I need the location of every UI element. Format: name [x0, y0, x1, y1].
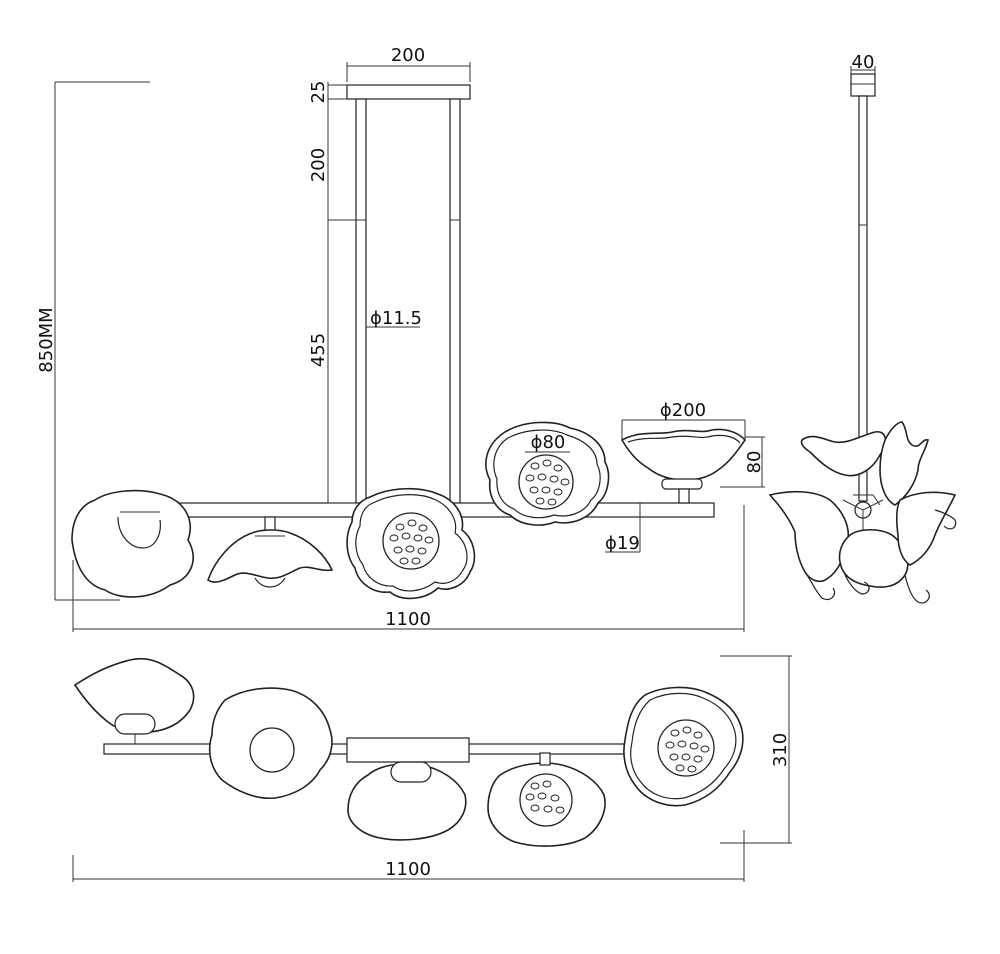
- label-top-width: 1100: [385, 859, 431, 880]
- top-shade-2: [208, 687, 333, 800]
- flower-shade-4: [485, 421, 610, 526]
- label-shade-height: 80: [744, 451, 765, 474]
- side-shade-left: [768, 490, 850, 583]
- front-dimension-lines: [54, 62, 765, 632]
- flower-shade-3: [346, 487, 476, 600]
- label-canopy-height: 25: [308, 81, 329, 104]
- top-bulb-texture-4: [525, 780, 565, 814]
- label-front-width: 1100: [385, 609, 431, 630]
- top-dimension-lines: [72, 655, 792, 882]
- side-shade-center: [838, 528, 909, 588]
- label-rod-diameter: ϕ11.5: [370, 308, 422, 329]
- side-rod: [858, 95, 868, 502]
- canopy: [346, 84, 471, 100]
- label-top-depth: 310: [770, 733, 791, 767]
- bowl-shade-2: [207, 529, 334, 583]
- label-bulb-diameter: ϕ80: [531, 432, 566, 453]
- label-total-height: 850MM: [36, 307, 57, 372]
- leaf-shade-1: [71, 489, 194, 598]
- top-shade-1: [73, 657, 195, 734]
- top-view: 310 1100: [72, 655, 792, 882]
- top-canopy: [346, 737, 470, 763]
- top-bulb-texture-5: [665, 726, 710, 773]
- side-shade-top: [800, 431, 887, 477]
- bulb-texture-3: [389, 519, 434, 565]
- top-shade-4: [487, 762, 606, 847]
- label-shade-diameter: ϕ200: [660, 400, 706, 421]
- bulb-texture-4: [525, 459, 570, 506]
- label-canopy-width: 200: [391, 45, 425, 66]
- bowl-shade-5: [620, 428, 747, 481]
- side-shade-far-right: [895, 491, 957, 566]
- label-rod-lower: 455: [308, 333, 329, 367]
- suspension-rod-right: [449, 98, 461, 504]
- suspension-rod-left: [355, 98, 367, 504]
- front-view: 200 25 200 455 ϕ11.5 850MM ϕ200 80 ϕ80 ϕ…: [36, 45, 765, 632]
- side-canopy: [850, 73, 876, 97]
- label-bar-diameter: ϕ19: [605, 533, 640, 554]
- label-side-top: 40: [852, 52, 875, 73]
- side-shade-right: [879, 421, 929, 506]
- label-rod-upper: 200: [308, 148, 329, 182]
- side-view: 40: [768, 52, 957, 604]
